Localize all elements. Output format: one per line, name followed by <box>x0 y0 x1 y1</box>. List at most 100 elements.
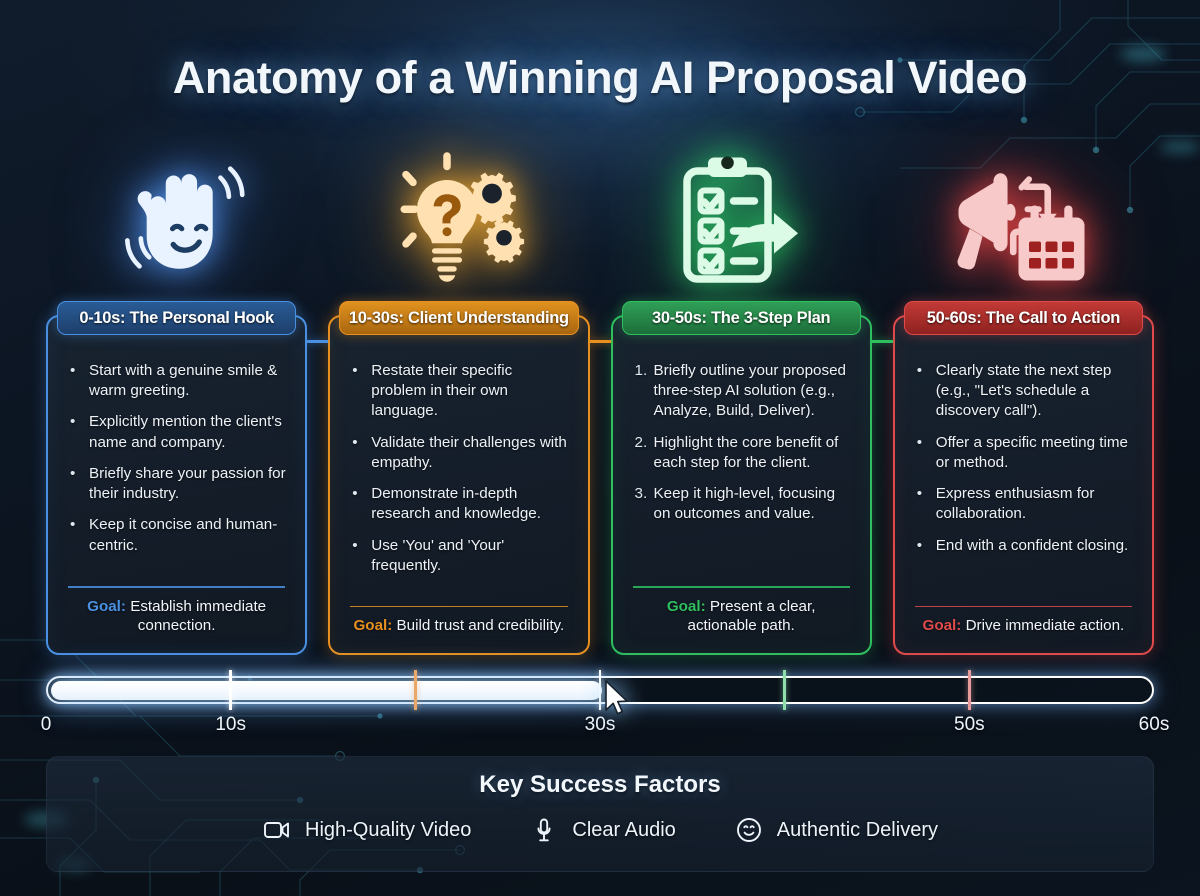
list-item-text: Validate their challenges with empathy. <box>371 433 567 471</box>
timeline-tick-label: 50s <box>954 714 985 735</box>
list-item-text: Highlight the core benefit of each step … <box>653 433 839 471</box>
list-number: 1. <box>634 362 648 379</box>
list-item-text: Use 'You' and 'Your' frequently. <box>371 536 505 574</box>
list-item: • Use 'You' and 'Your' frequently. <box>352 536 569 576</box>
goal-label: Goal: <box>922 617 962 635</box>
factor-item-2: Clear Audio <box>529 815 676 845</box>
footer-title: Key Success Factors <box>479 771 721 798</box>
list-item-text: Restate their specific problem in their … <box>371 362 513 420</box>
list-item: •Express enthusiasm for collaboration. <box>917 484 1134 524</box>
list-bullet-icon: • <box>352 362 358 379</box>
goal-row-4: Goal: Drive immediate action. <box>909 616 1138 641</box>
timeline-tick-label: 30s <box>584 714 616 735</box>
timeline-edge-label: 0 <box>40 714 52 735</box>
list-number: 2. <box>634 433 648 451</box>
list-item: • Clearly state the next step (e.g., "Let… <box>917 361 1134 422</box>
stage-card-header-4: 50-60s: The Call to Action <box>903 301 1143 335</box>
factor-label: Clear Audio <box>572 818 676 841</box>
stage-card-list-2: • Restate their specific problem in their… <box>344 351 573 604</box>
stage-card-header-3: 30-50s: The 3-Step Plan <box>621 301 861 335</box>
stage-card-2: 10-30s: Client Understanding • Restate the… <box>328 301 590 655</box>
megaphone-calendar-icon <box>957 173 1085 281</box>
list-item-text: Demonstrate in-depth research and knowle… <box>371 485 541 523</box>
list-item: •End with a confident closing. <box>917 536 1134 556</box>
list-item: 3. Keep it high-level, focusing on outcom… <box>635 484 852 524</box>
stage-card-header-2: 10-30s: Client Understanding <box>339 301 579 335</box>
icon-row <box>48 142 1152 302</box>
microphone-icon <box>537 818 551 842</box>
list-bullet-icon: • <box>352 536 358 554</box>
card-connector-2 <box>589 340 611 343</box>
smiley-face-icon <box>736 818 761 842</box>
list-bullet-icon: • <box>916 433 923 451</box>
stage-card-1: 0-10s: The Personal Hook • Start with a ge… <box>46 301 308 655</box>
list-bullet-icon: • <box>352 485 358 503</box>
timeline-tick-label: 10s <box>215 714 246 735</box>
list-item: • Validate their challenges with empathy. <box>352 433 569 473</box>
factor-list: High-Quality Video Clear Audio Authentic D… <box>47 815 1153 845</box>
list-item-text: Offer a specific meeting time or method. <box>935 433 1128 471</box>
timeline[interactable]: 10s 30s 50s 0 60s <box>41 670 1169 740</box>
key-success-factors-panel: Key Success Factors High-Quality Video Cl… <box>46 756 1154 872</box>
list-item: • Restate their specific problem in their… <box>352 361 569 422</box>
factor-item-3: Authentic Delivery <box>734 815 938 845</box>
background-glow-spot <box>1160 140 1200 154</box>
list-item-text: Start with a genuine smile & warm greeti… <box>89 362 278 400</box>
goal-row-1: Goal: Establish immediate connection. <box>62 597 291 642</box>
goal-row-3: Goal: Present a clear, actionable path. <box>627 597 856 642</box>
icon-cell-personal-hook <box>48 142 324 302</box>
list-item-text: Keep it high-level, focusing on outcomes… <box>653 485 836 523</box>
list-item: • Offer a specific meeting time or method… <box>917 433 1134 473</box>
list-item: • Explicitly mention the client's name an… <box>70 412 287 452</box>
stage-cards: 0-10s: The Personal Hook • Start with a ge… <box>46 301 1154 655</box>
goal-text: Present a clear, actionable path. <box>687 597 816 635</box>
list-bullet-icon: • <box>70 464 76 482</box>
list-bullet-icon: • <box>70 516 76 534</box>
list-bullet-icon: • <box>70 362 76 379</box>
stage-card-list-1: • Start with a genuine smile & warm greet… <box>62 351 291 584</box>
stage-card-list-4: • Clearly state the next step (e.g., "Let… <box>909 351 1138 604</box>
goal-text: Drive immediate action. <box>965 617 1125 635</box>
list-item-text: Briefly outline your proposed three-step… <box>653 362 846 420</box>
list-bullet-icon: • <box>916 485 923 503</box>
list-item: • Demonstrate in-depth research and knowl… <box>352 484 569 524</box>
waving-hand-icon <box>125 166 245 269</box>
goal-label: Goal: <box>353 617 393 635</box>
list-bullet-icon: • <box>916 362 923 379</box>
goal-divider <box>914 605 1132 608</box>
list-item-text: Explicitly mention the client's name and… <box>89 413 282 451</box>
goal-label: Goal: <box>87 597 126 615</box>
icon-cell-client-understanding <box>324 142 600 302</box>
stage-card-header-1: 0-10s: The Personal Hook <box>57 301 297 335</box>
list-item-text: End with a confident closing. <box>935 536 1129 554</box>
goal-text: Establish immediate connection. <box>130 597 267 635</box>
goal-divider <box>350 605 568 608</box>
list-number: 3. <box>634 485 648 503</box>
list-item-text: Clearly state the next step (e.g., "Let'… <box>935 362 1112 420</box>
list-item: •Briefly share your passion for their in… <box>70 464 287 504</box>
factor-label: High-Quality Video <box>305 818 472 841</box>
mouse-cursor-icon <box>605 680 628 715</box>
list-bullet-icon: • <box>352 433 358 451</box>
timeline-tick <box>229 670 232 710</box>
clipboard-checklist-arrow-icon <box>683 156 798 283</box>
goal-divider <box>632 586 850 588</box>
page-title: Anatomy of a Winning AI Proposal Video <box>172 52 1028 103</box>
video-camera-icon <box>264 822 289 838</box>
card-connector-3 <box>871 340 893 343</box>
factor-item-1: High-Quality Video <box>262 815 471 845</box>
goal-text: Build trust and credibility. <box>396 617 565 635</box>
timeline-progress-fill <box>51 681 602 700</box>
list-item: 1. Briefly outline your proposed three-st… <box>635 361 852 422</box>
stage-card-list-3: 1. Briefly outline your proposed three-st… <box>627 351 856 584</box>
timeline-tick <box>598 670 602 710</box>
list-bullet-icon: • <box>70 413 76 431</box>
icon-cell-call-to-action <box>876 142 1152 302</box>
lightbulb-question-gears-icon <box>400 152 525 282</box>
timeline-edge-label: 60s <box>1138 714 1170 735</box>
goal-divider <box>68 586 286 588</box>
icon-cell-three-step-plan <box>600 142 876 302</box>
factor-label: Authentic Delivery <box>776 818 938 841</box>
list-item: •Keep it concise and human-centric. <box>70 515 287 555</box>
